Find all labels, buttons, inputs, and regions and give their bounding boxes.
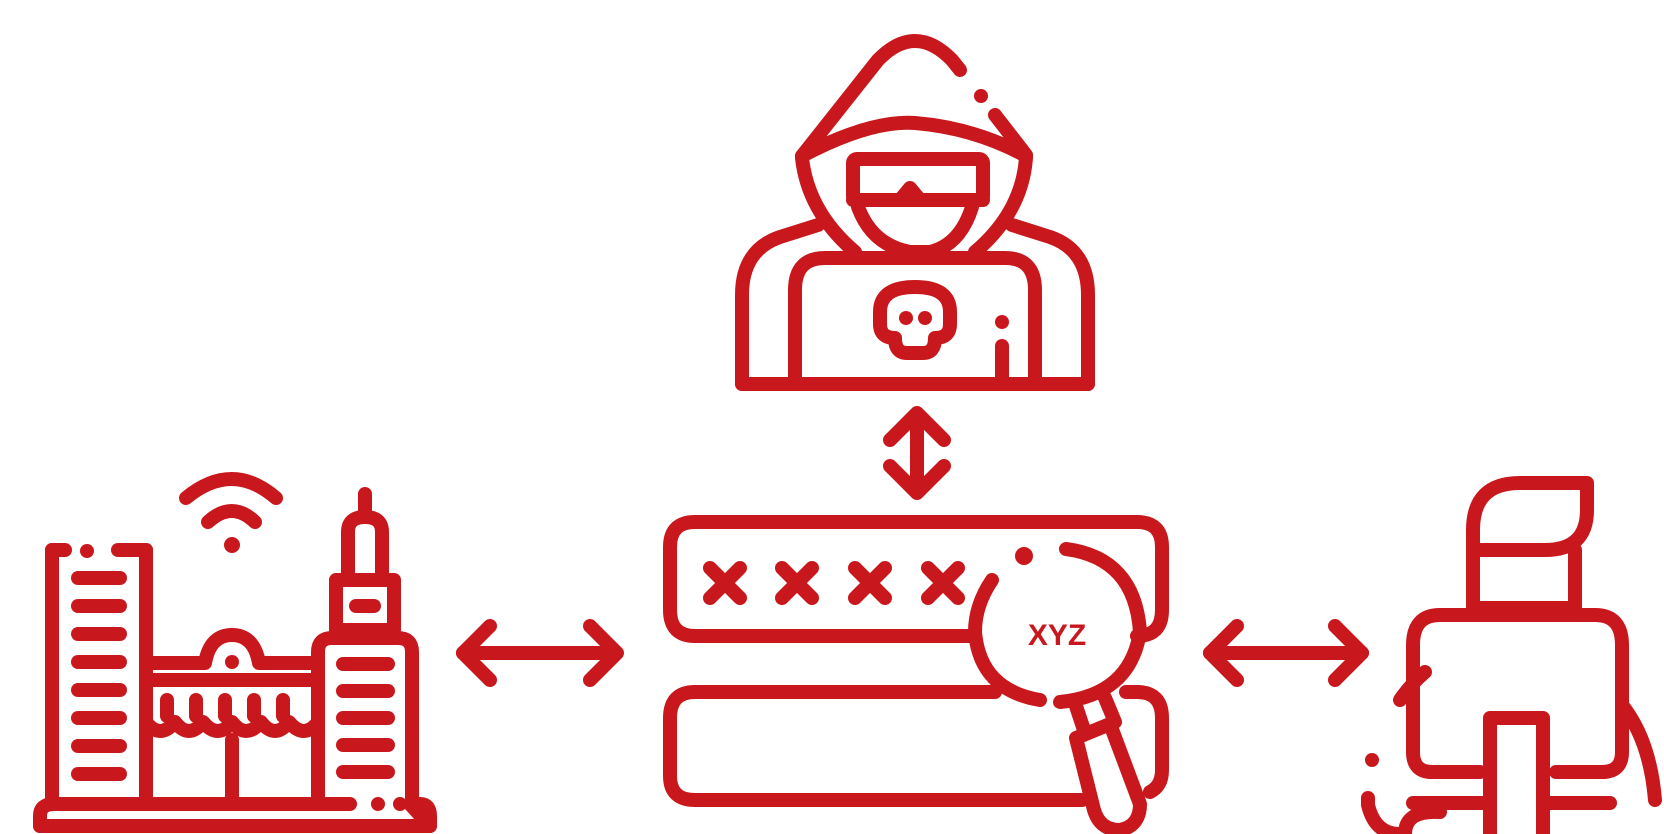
magnifier-icon: XYZ [975, 549, 1140, 830]
hacker-icon [742, 41, 1088, 384]
password-database-icon: XYZ [670, 522, 1162, 830]
smart-city-icon [40, 479, 430, 826]
horizontal-double-arrow-icon [1210, 626, 1362, 680]
vertical-double-arrow-icon [890, 413, 944, 493]
horizontal-double-arrow-icon [463, 626, 617, 680]
magnifier-text: XYZ [1028, 619, 1086, 652]
user-with-laptop-icon [1365, 483, 1655, 834]
